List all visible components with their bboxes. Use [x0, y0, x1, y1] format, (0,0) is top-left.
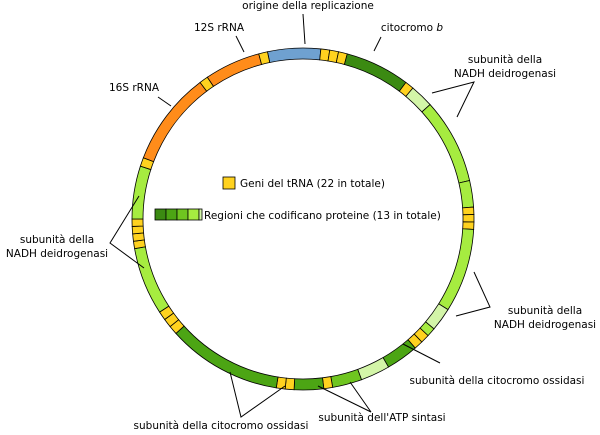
leader-12s-rrna — [235, 35, 245, 53]
label-atp-synthase: subunità dell'ATP sintasi — [318, 412, 445, 424]
genome-ring — [131, 47, 475, 391]
leader-cytochrome-b — [373, 36, 382, 52]
segment-trna — [322, 376, 334, 390]
segment-trna — [132, 232, 145, 242]
legend-swatch-cox — [165, 208, 178, 221]
segment-nadh-dehydrogenase — [458, 180, 475, 209]
leader-nadh-left — [109, 195, 145, 269]
segment-origin-region — [266, 47, 322, 63]
label-nadh-top-line1: subunità della — [468, 54, 542, 66]
segment-cytochrome-b — [343, 53, 407, 92]
leader-cox-right — [402, 343, 441, 364]
segment-16s-rrna — [142, 81, 208, 163]
segment-trna — [131, 218, 144, 227]
leader-16s-rrna — [157, 96, 172, 107]
label-origin: origine della replicazione — [242, 0, 374, 12]
segment-nadh-dehydrogenase — [438, 228, 475, 311]
leader-cox-bottom — [229, 371, 286, 418]
label-nadh-right-line2: NADH deidrogenasi — [494, 319, 596, 331]
legend-swatch-pale — [198, 208, 203, 221]
label-cox-right: subunità della citocromo ossidasi — [410, 375, 585, 387]
legend: Geni del tRNA (22 in totale) Regioni che… — [154, 176, 441, 222]
leader-origin — [302, 13, 306, 45]
legend-trna-label: Geni del tRNA (22 in totale) — [240, 178, 385, 190]
segment-trna — [462, 206, 475, 216]
label-nadh-left-line2: NADH deidrogenasi — [6, 248, 108, 260]
segment-atp-synthase — [330, 368, 363, 388]
label-16s-rrna: 16S rRNA — [109, 82, 160, 94]
label-nadh-right-line1: subunità della — [508, 305, 582, 317]
segment-cytochrome-oxidase — [293, 377, 325, 391]
legend-protein-swatch — [154, 208, 203, 221]
segment-trna — [131, 225, 145, 235]
legend-swatch-atp — [176, 208, 189, 221]
leader-nadh-top — [431, 81, 475, 118]
segment-cytochrome-oxidase — [382, 339, 416, 368]
label-nadh-top-line2: NADH deidrogenasi — [454, 68, 556, 80]
ring-labels: origine della replicazione 12S rRNA 16S … — [6, 0, 596, 432]
segment-nadh-dehydrogenase — [131, 165, 152, 220]
label-cox-bottom: subunità della citocromo ossidasi — [134, 420, 309, 430]
segment-cytochrome-oxidase — [175, 325, 279, 389]
legend-protein-label: Regioni che codificano proteine (13 in t… — [204, 210, 441, 222]
legend-trna-swatch — [222, 176, 236, 190]
segment-trna — [462, 214, 475, 223]
segment-12s-rrna — [206, 53, 263, 87]
segment-atp-synthase — [357, 357, 390, 381]
segment-trna — [258, 51, 271, 65]
legend-swatch-cytb — [154, 208, 167, 221]
segment-nadh-dehydrogenase — [134, 246, 170, 313]
label-12s-rrna: 12S rRNA — [194, 22, 245, 34]
label-nadh-left-line1: subunità della — [20, 234, 94, 246]
leader-lines — [109, 13, 491, 418]
leader-atp — [317, 381, 372, 413]
segment-nadh-dehydrogenase — [421, 104, 471, 184]
segment-trna — [462, 221, 475, 230]
leader-nadh-right — [455, 271, 491, 317]
label-cytochrome-b: citocromo b — [381, 22, 444, 34]
segment-trna — [284, 377, 296, 391]
legend-swatch-nadh — [187, 208, 200, 221]
